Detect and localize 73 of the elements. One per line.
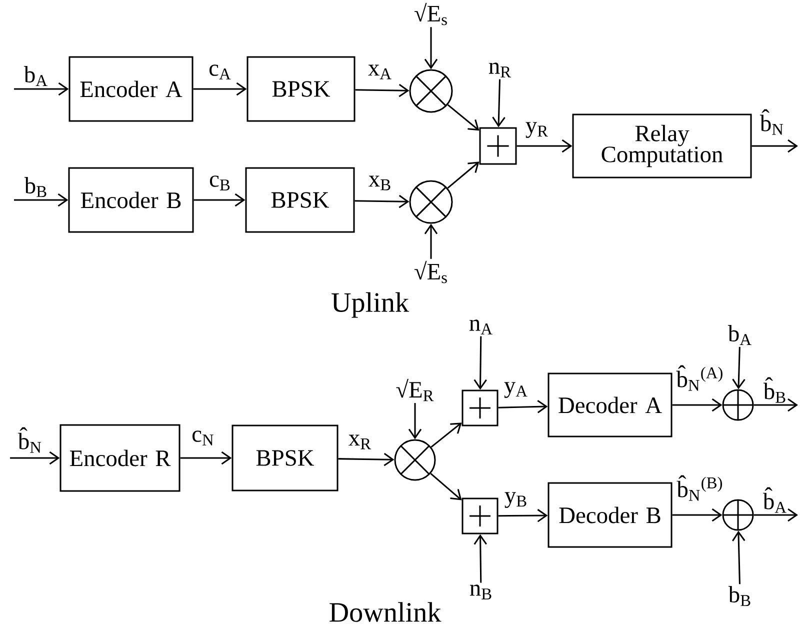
edge-label: b$_{A}$ xyxy=(23,65,49,87)
xor-circle xyxy=(722,499,754,531)
process-box: Decoder A xyxy=(548,372,672,438)
edge-label: y$_{R}$ xyxy=(524,122,550,138)
edge-label: b̂$_{N}$ xyxy=(17,426,43,454)
arrow xyxy=(194,193,246,207)
arrow xyxy=(498,400,548,414)
arrow xyxy=(447,162,480,189)
signal-label: b$_{A}$ xyxy=(728,325,752,345)
signal-label: √E$_{s}$ xyxy=(414,2,447,26)
edge-label: x$_{A}$ xyxy=(367,64,393,80)
arrow xyxy=(424,224,438,259)
edge-label: b̂$_{B}$ xyxy=(762,376,788,404)
arrow xyxy=(672,398,722,412)
arrow xyxy=(752,139,798,153)
section-caption: Downlink xyxy=(330,602,442,622)
edge-label: y$_{A}$ xyxy=(503,382,529,398)
edge-label: c$_{N}$ xyxy=(191,430,215,446)
edge-label: b̂$_{N}$(A) xyxy=(676,364,724,392)
edge-label: b̂$_{N}$(B) xyxy=(676,474,724,502)
arrow xyxy=(14,82,69,96)
edge-label: c$_{A}$ xyxy=(208,64,232,80)
edge-label: c$_{B}$ xyxy=(208,175,232,191)
arrow xyxy=(498,508,548,522)
xor-circle xyxy=(722,389,754,421)
process-box: Encoder B xyxy=(68,167,194,233)
arrow xyxy=(430,472,462,500)
process-box: Decoder B xyxy=(548,482,672,548)
process-box: Encoder R xyxy=(60,424,180,492)
process-box: BPSK xyxy=(232,424,338,492)
signal-label: √E$_{s}$ xyxy=(414,260,447,284)
process-box: BPSK xyxy=(246,56,356,122)
arrow xyxy=(672,508,722,522)
process-box: Relay Computation xyxy=(572,114,752,178)
multiplier-circle xyxy=(409,180,453,224)
arrow xyxy=(180,451,232,465)
arrow xyxy=(14,193,68,207)
arrow xyxy=(447,104,480,131)
process-box: Encoder A xyxy=(68,56,194,122)
arrow xyxy=(354,194,410,208)
arrow xyxy=(338,452,394,466)
edge-label: b̂$_{A}$ xyxy=(762,486,788,514)
edge-label: b̂$_{N}$ xyxy=(759,108,785,136)
edge-label: b$_{B}$ xyxy=(24,176,48,198)
arrow xyxy=(193,82,247,96)
arrow xyxy=(10,451,60,465)
signal-label: n$_{B}$ xyxy=(470,584,492,600)
arrow xyxy=(424,27,438,70)
arrow xyxy=(754,508,798,522)
signal-label: √E$_{R}$ xyxy=(396,378,434,402)
edge-label: x$_{R}$ xyxy=(348,434,372,450)
edge-label: x$_{B}$ xyxy=(368,175,392,191)
signal-label: b$_{B}$ xyxy=(728,586,750,606)
arrow xyxy=(754,398,798,412)
process-box: BPSK xyxy=(245,167,355,233)
arrow xyxy=(516,139,572,153)
adder-box xyxy=(462,390,498,426)
arrow xyxy=(732,530,746,584)
arrow xyxy=(430,422,462,448)
multiplier-circle xyxy=(394,439,436,481)
arrow xyxy=(474,534,487,583)
arrow xyxy=(732,346,746,390)
multiplier-circle xyxy=(409,69,453,113)
adder-box xyxy=(462,498,498,534)
arrow xyxy=(355,84,410,98)
edge-label: y$_{B}$ xyxy=(504,492,528,508)
signal-label: n$_{A}$ xyxy=(469,320,492,334)
section-caption: Uplink xyxy=(332,292,410,318)
arrow xyxy=(408,403,422,440)
signal-label: n$_{R}$ xyxy=(488,62,512,78)
adder-box xyxy=(479,127,517,165)
arrow xyxy=(474,336,487,390)
arrow xyxy=(492,79,506,128)
